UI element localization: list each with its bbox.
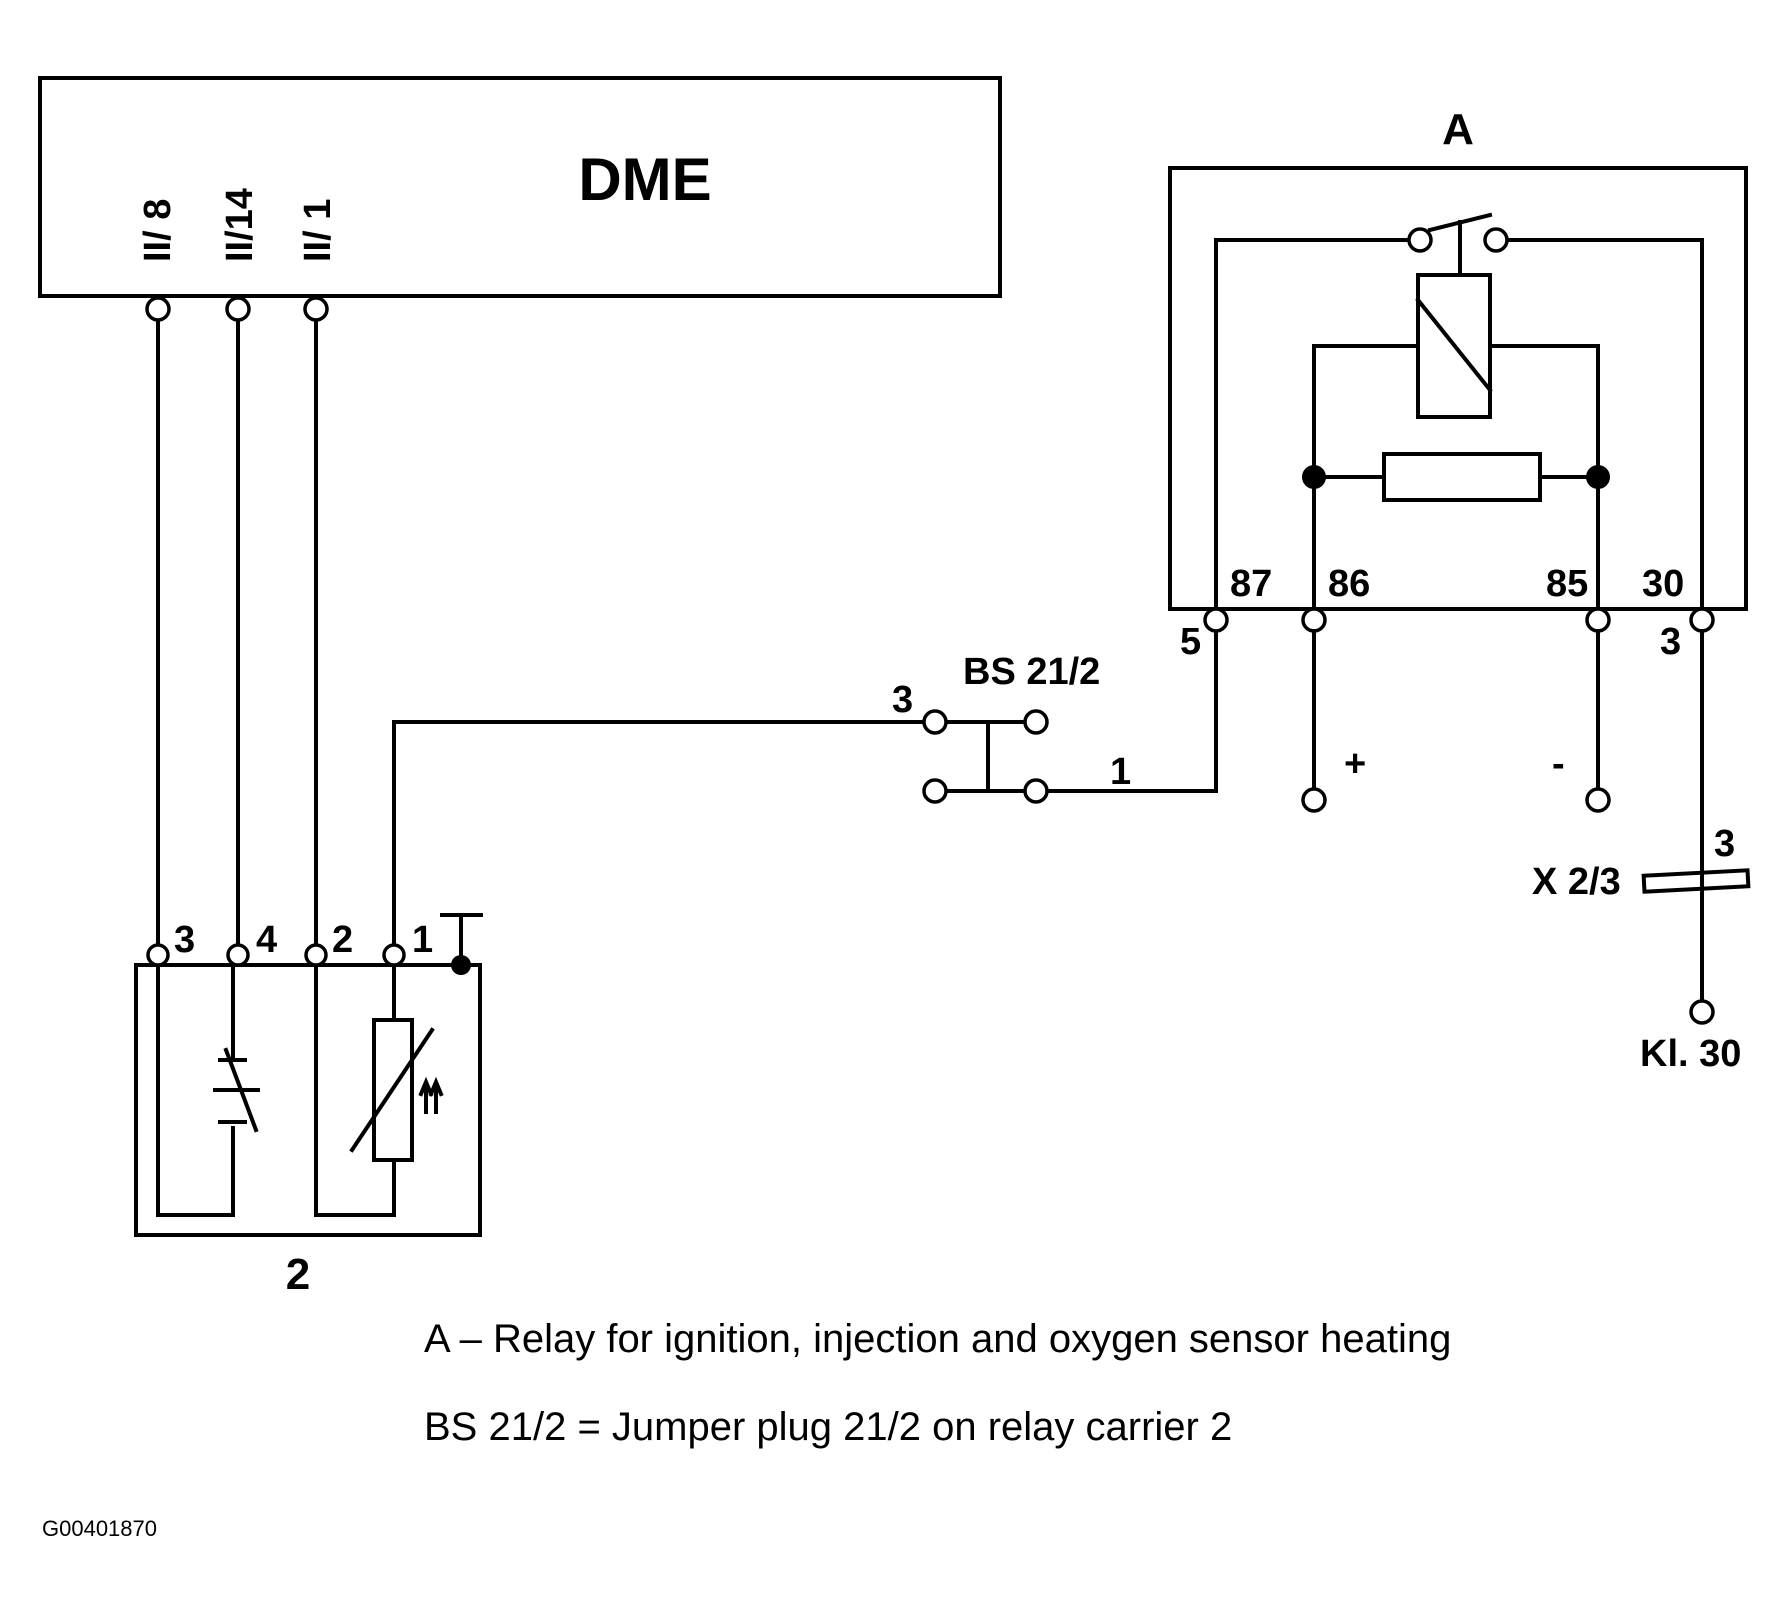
relay-box <box>1168 166 1748 611</box>
relay-label-30: 30 <box>1642 563 1684 605</box>
sensor-element-slash <box>223 1047 259 1133</box>
sensor-terminal-3 <box>146 943 170 967</box>
relay-junction-dot-right <box>1586 465 1610 489</box>
sensor-pin-label-3: 3 <box>174 919 195 961</box>
dme-pin-label-ii8: II/ 8 <box>137 199 179 262</box>
sensor-terminal-4 <box>226 943 250 967</box>
jumper-terminal-3 <box>922 709 948 735</box>
relay-a: A 87 86 85 30 5 3 + - <box>1168 105 1748 813</box>
jumper-pin-label-1: 1 <box>1110 751 1131 793</box>
jumper-terminal-1b <box>922 778 948 804</box>
figure-code: G00401870 <box>42 1516 157 1541</box>
sensor-terminal-2 <box>304 943 328 967</box>
jumper-terminal-1 <box>1023 778 1049 804</box>
relay-terminal-86 <box>1301 607 1327 633</box>
relay-terminal-85 <box>1585 607 1611 633</box>
dme-terminal-ii14 <box>225 296 251 322</box>
relay-title: A <box>1442 105 1474 154</box>
sensor-pin-label-4: 4 <box>256 919 277 961</box>
heater-ptc-slash <box>349 1027 435 1153</box>
dme-sensor-wires <box>156 319 927 947</box>
kl30-label: Kl. 30 <box>1640 1033 1741 1075</box>
relay-resistor <box>1382 452 1542 502</box>
jumper-title: BS 21/2 <box>963 651 1100 693</box>
connector-x23-body <box>1641 868 1751 894</box>
ground-junction-dot <box>451 955 471 975</box>
sensor-box <box>134 963 482 1237</box>
supply-minus-terminal <box>1585 787 1611 813</box>
dme-pin-label-ii14: II/14 <box>219 188 261 262</box>
connector-x23: 3 X 2/3 Kl. 30 <box>1532 629 1751 1075</box>
supply-minus-label: - <box>1552 743 1565 785</box>
sensor-terminal-1 <box>382 943 406 967</box>
relay-label-86: 86 <box>1328 563 1370 605</box>
supply-plus-label: + <box>1344 743 1366 785</box>
sensor-pin-label-2: 2 <box>332 919 353 961</box>
kl30-terminal <box>1689 999 1715 1025</box>
dme-terminal-ii8 <box>145 296 171 322</box>
heater-resistor <box>372 1018 414 1162</box>
legend-bs212: BS 21/2 = Jumper plug 21/2 on relay carr… <box>424 1405 1232 1449</box>
sensor-title: 2 <box>286 1250 310 1299</box>
connector-pin-label: 3 <box>1714 823 1735 865</box>
legend-relay-a: A – Relay for ignition, injection and ox… <box>424 1317 1451 1361</box>
relay-label-87: 87 <box>1230 563 1272 605</box>
relay-contact-right <box>1483 227 1509 253</box>
relay-pin-87: 5 <box>1180 621 1201 663</box>
jumper-pin-label-3: 3 <box>892 679 913 721</box>
dme-terminal-ii1 <box>303 296 329 322</box>
relay-contact-left <box>1407 227 1433 253</box>
relay-label-85: 85 <box>1546 563 1588 605</box>
relay-junction-dot-left <box>1302 465 1326 489</box>
oxygen-sensor: 3 4 2 1 2 <box>134 913 483 1299</box>
dme-box <box>38 76 1002 298</box>
dme-unit: DME II/ 8 II/14 II/ 1 <box>38 76 1002 298</box>
relay-terminal-87 <box>1203 607 1229 633</box>
jumper-plug: BS 21/2 3 1 <box>892 618 1218 804</box>
dme-title: DME <box>578 146 711 213</box>
connector-title: X 2/3 <box>1532 861 1621 903</box>
supply-plus-terminal <box>1301 787 1327 813</box>
dme-pin-label-ii1: II/ 1 <box>297 199 339 262</box>
jumper-terminal-3b <box>1023 709 1049 735</box>
relay-pin-30: 3 <box>1660 621 1681 663</box>
sensor-pin-label-1: 1 <box>412 919 433 961</box>
relay-terminal-30 <box>1689 607 1715 633</box>
